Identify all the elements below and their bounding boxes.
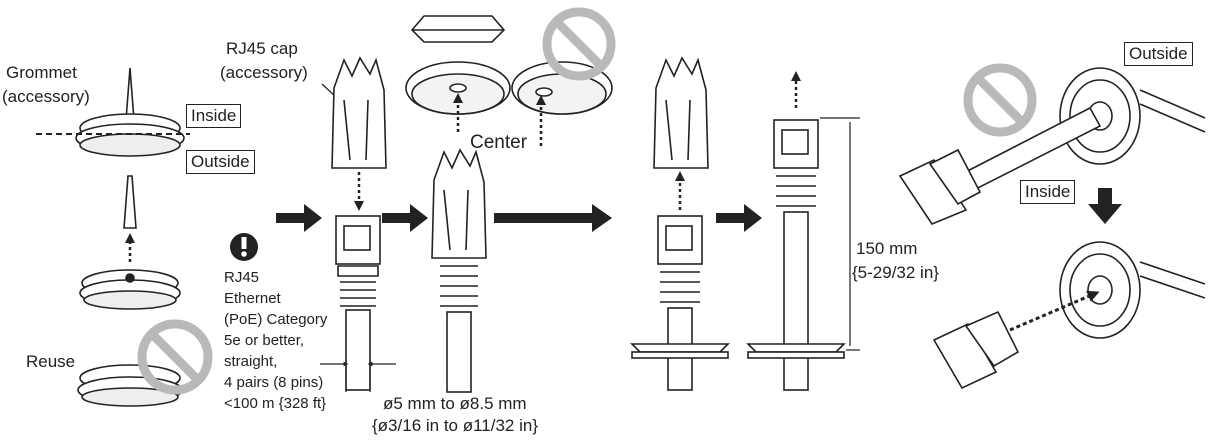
rj45-plug-with-grommet — [630, 215, 730, 391]
down-arrow — [1088, 188, 1122, 224]
grommet-side — [410, 15, 506, 43]
inside-wall-label: Inside — [1020, 180, 1076, 204]
insert-arrow — [1009, 290, 1100, 332]
rj45-with-cap — [431, 148, 487, 393]
grommet-wall-top — [1059, 67, 1141, 165]
cable-spec-line: RJ45 — [224, 269, 260, 286]
grommet-label: Grommet — [6, 63, 77, 82]
rj45-plug — [335, 215, 381, 391]
rj45-cap — [331, 56, 387, 169]
grommet-top — [75, 67, 185, 157]
exclamation-icon — [230, 233, 258, 261]
rj45-grommet-positioned — [746, 119, 846, 391]
outside-label: Outside — [186, 150, 255, 174]
grommet-open — [79, 269, 181, 310]
prohibited-icon — [137, 319, 213, 395]
diameter-in-label: {ø3/16 in to ø11/32 in} — [372, 416, 539, 435]
prohibited-icon — [963, 63, 1037, 137]
length-mm-label: 150 mm — [856, 239, 918, 258]
reuse-label: Reuse — [26, 352, 76, 371]
outside-wall-label: Outside — [1124, 42, 1193, 66]
cable-spec-line: straight, — [224, 353, 278, 370]
length-in-label: {5-29/32 in} — [852, 263, 939, 282]
grommet-plug — [123, 175, 137, 229]
prohibited-icon — [542, 7, 616, 81]
cable-top — [898, 89, 1206, 225]
cable-spec-line: 5e or better, — [224, 332, 305, 349]
diameter-mm-label: ø5 mm to ø8.5 mm — [383, 394, 527, 413]
cable-spec-line: Ethernet — [224, 290, 281, 307]
center-label: Center — [470, 132, 528, 153]
cable-spec-line: <100 m {328 ft} — [224, 395, 327, 412]
cable-spec-line: 4 pairs (8 pins) — [224, 374, 324, 391]
rj45-cap-accessory-label: (accessory) — [220, 63, 308, 82]
grommet-wall-bottom — [1059, 241, 1206, 339]
rj45-bottom — [932, 310, 1020, 390]
length-dimension — [820, 117, 860, 351]
rj45-cap-removed — [653, 56, 709, 169]
inside-label: Inside — [186, 104, 242, 128]
grommet-accessory-label: (accessory) — [2, 87, 90, 106]
rj45-cap-label: RJ45 cap — [226, 39, 298, 58]
cable-spec-line: (PoE) Category — [224, 311, 328, 328]
flow-arrow — [276, 204, 762, 232]
